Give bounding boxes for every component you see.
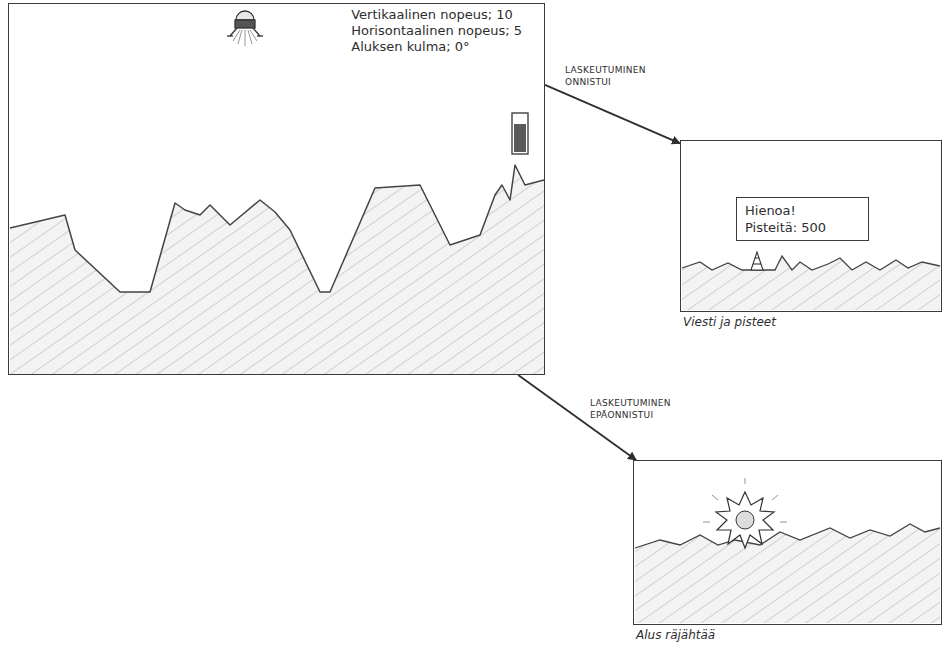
message-text: Hienoa! [745,202,860,219]
screen-caption: Alus räjähtää [636,628,715,642]
transition-label: LASKEUTUMINEN EPÄONNISTUI [590,397,674,421]
hud-value: Horisontaalinen nopeus; 5 [351,23,522,39]
hud-value: Aluksen kulma; 0° [351,39,522,55]
terrain [635,524,940,623]
transition-arrow [545,85,680,144]
terrain-hatch [635,524,940,623]
fuel-level [514,124,526,152]
fuel-gauge [512,113,528,154]
terrain-line [682,256,940,270]
message-text: Pisteitä: 500 [745,219,860,236]
terrain [10,165,544,374]
terrain-line [635,524,940,548]
hud-readout: Vertikaalinen nopeus; 10Horisontaalinen … [351,7,522,55]
terrain-line [10,165,544,292]
message-box: Hienoa!Pisteitä: 500 [736,197,869,241]
success-screen: Viesti ja pisteetHienoa!Pisteitä: 500 [680,140,942,312]
lander [227,11,263,46]
failure-screen: Alus räjähtää [633,460,942,625]
transition-label: LASKEUTUMINEN ONNISTUI [565,64,649,88]
hud-value: Vertikaalinen nopeus; 10 [351,7,522,23]
landed-ship [751,252,763,270]
terrain [682,256,940,310]
screen-caption: Viesti ja pisteet [683,315,776,329]
terrain-hatch [682,256,940,310]
terrain-hatch [10,165,544,374]
explosion [703,478,787,548]
game-screen: Vertikaalinen nopeus; 10Horisontaalinen … [8,3,545,375]
